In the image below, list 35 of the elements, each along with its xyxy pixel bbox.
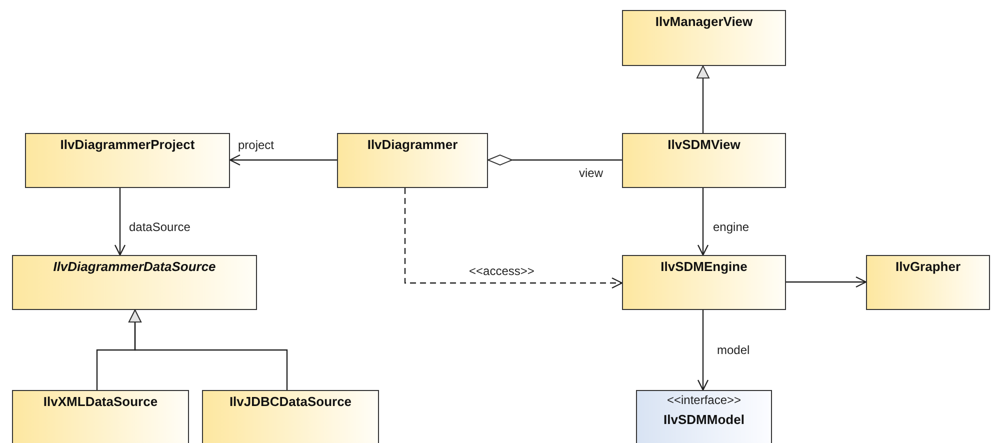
class-box bbox=[337, 133, 488, 188]
class-name: IlvSDMEngine bbox=[660, 259, 748, 274]
class-name: IlvSDMModel bbox=[664, 412, 744, 427]
class-box bbox=[622, 133, 786, 188]
stereotype-label: <<interface>> bbox=[666, 393, 742, 407]
aggregation-line bbox=[488, 154, 622, 166]
association-arrow bbox=[114, 188, 126, 256]
association-arrow bbox=[697, 310, 709, 391]
class-box bbox=[12, 390, 189, 443]
edge-label: project bbox=[237, 138, 276, 152]
class-box bbox=[12, 255, 257, 310]
generalization-arrow bbox=[128, 310, 288, 390]
edge-label: view bbox=[578, 166, 604, 180]
generalization-arrow bbox=[696, 66, 710, 133]
association-arrow bbox=[786, 276, 867, 288]
class-box bbox=[25, 133, 230, 188]
class-name: IlvXMLDataSource bbox=[43, 394, 158, 409]
edge-label: engine bbox=[712, 220, 750, 234]
association-arrow bbox=[697, 188, 709, 256]
class-name: IlvGrapher bbox=[895, 259, 961, 274]
association-arrow bbox=[229, 154, 337, 166]
class-name: IlvJDBCDataSource bbox=[229, 394, 352, 409]
class-box bbox=[622, 10, 786, 66]
interface-box bbox=[636, 390, 772, 443]
class-name: IlvDiagrammerDataSource bbox=[53, 259, 216, 274]
class-name: IlvSDMView bbox=[668, 137, 740, 152]
class-box bbox=[866, 255, 990, 310]
class-name: IlvDiagrammerProject bbox=[60, 137, 195, 152]
class-box bbox=[622, 255, 786, 310]
class-name: IlvManagerView bbox=[655, 14, 753, 29]
edge-label: dataSource bbox=[128, 220, 192, 234]
class-box bbox=[202, 390, 379, 443]
edge-label: model bbox=[716, 343, 751, 357]
dependency-arrow bbox=[404, 188, 623, 289]
class-name: IlvDiagrammer bbox=[367, 137, 458, 152]
